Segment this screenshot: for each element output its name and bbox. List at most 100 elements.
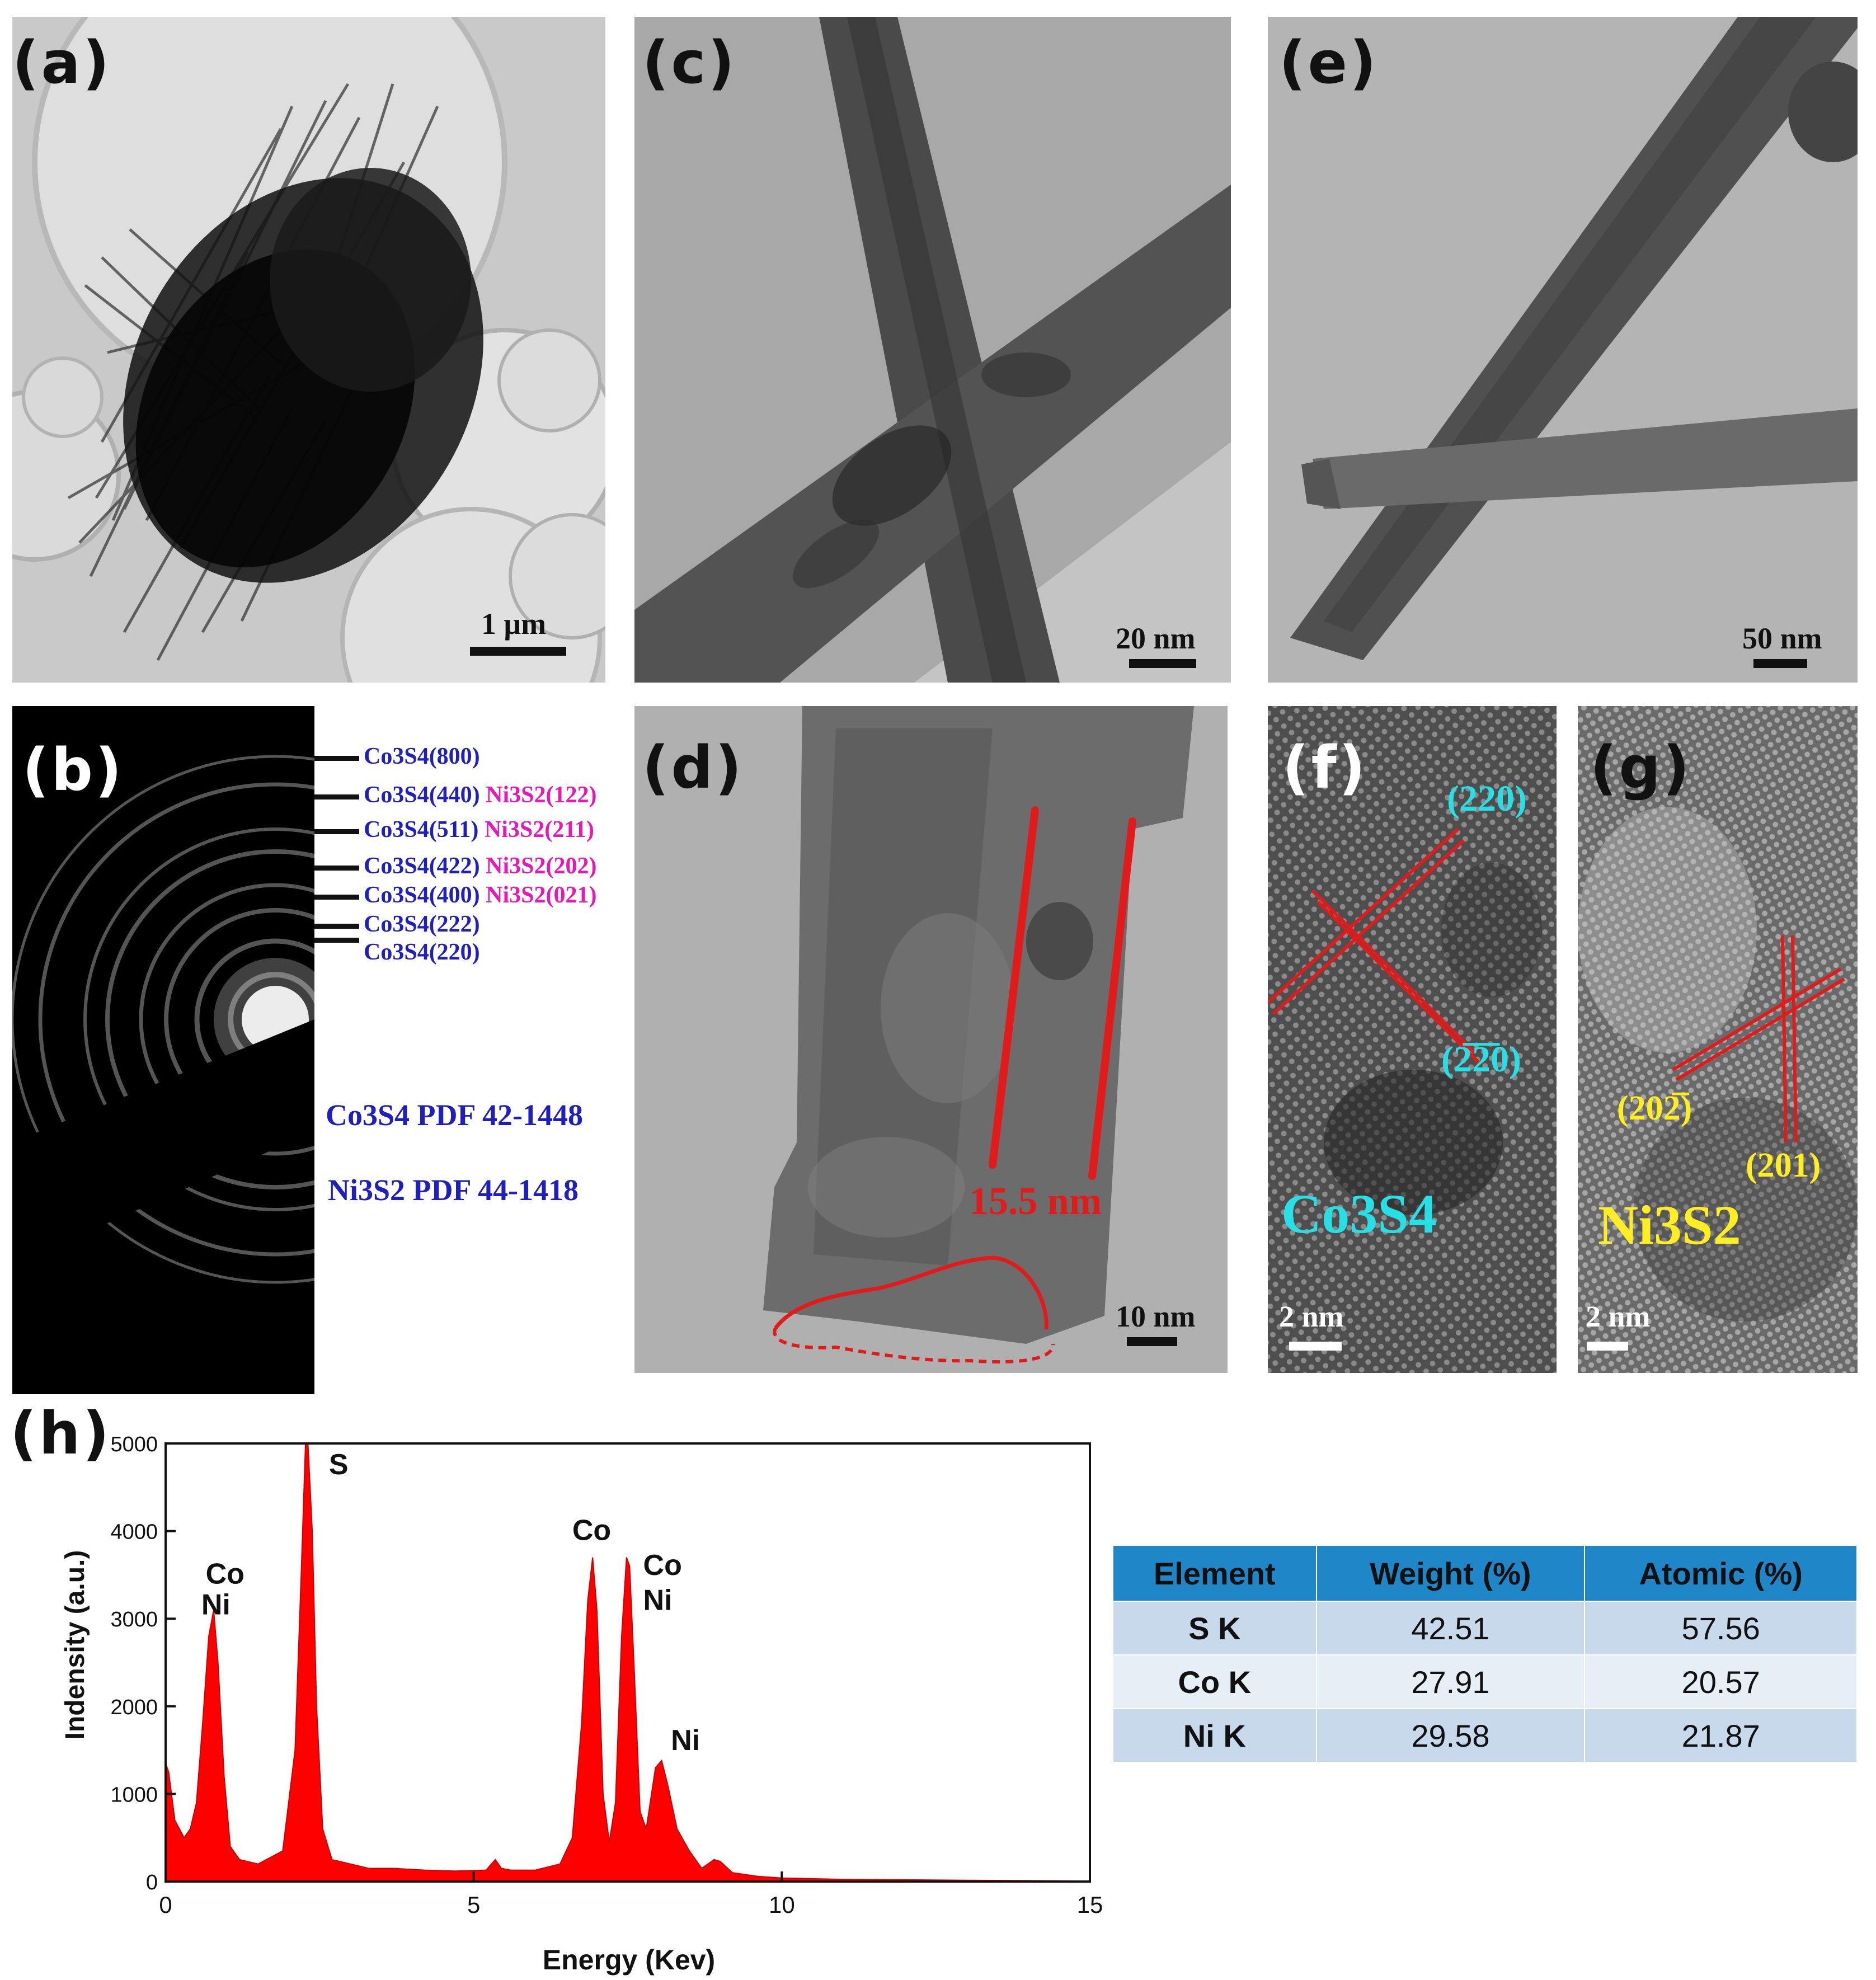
- ring-tick-7: [314, 938, 359, 943]
- width-line-right: [1088, 817, 1136, 1180]
- panel-a-scale-bar-line: [470, 647, 566, 656]
- ring-tick-5: [314, 895, 359, 900]
- table-cell-weight: 27.91: [1316, 1654, 1586, 1709]
- ring-tick-6: [314, 924, 359, 929]
- spectrum-series-0: [165, 1443, 1090, 1882]
- f-lattice-line-1: [1268, 827, 1460, 1004]
- ring-label-2: Co3S4(440) Ni3S2(122): [364, 782, 597, 808]
- panel-g-label: (g): [1590, 733, 1692, 802]
- table-row: Ni K 29.58 21.87: [1113, 1708, 1858, 1762]
- y-tick-label: 4000: [110, 1521, 158, 1544]
- g-lattice-line-3: [1781, 935, 1788, 1143]
- panel-c-scale-bar: 20 nm: [1116, 621, 1228, 677]
- eds-plot-area: [165, 1443, 1090, 1882]
- ring-label-6-co: Co3S4(222): [364, 911, 480, 937]
- ring-label-3: Co3S4(511) Ni3S2(211): [364, 816, 594, 843]
- panel-f-hrtem-image: (f) (220) (2̅2̅0) Co3S4 2 nm: [1268, 706, 1557, 1373]
- peak-label: Ni: [643, 1584, 673, 1617]
- ring-tick-1: [314, 756, 359, 761]
- f-lattice-line-2: [1272, 839, 1465, 1015]
- table-cell-weight: 42.51: [1316, 1601, 1586, 1655]
- ring-tick-2: [314, 794, 359, 799]
- table-cell-atomic: 20.57: [1585, 1654, 1858, 1709]
- core-outline-solid: [774, 1255, 1049, 1330]
- g-lattice-line-2: [1675, 977, 1845, 1081]
- pdf-card-ni3s2: Ni3S2 PDF 44-1418: [328, 1173, 579, 1207]
- x-tick-label: 10: [769, 1892, 795, 1918]
- table-row: S K 42.51 57.56: [1113, 1601, 1858, 1655]
- table-cell-atomic: 21.87: [1585, 1708, 1858, 1762]
- panel-g-scale-bar: 2 nm: [1578, 1299, 1690, 1361]
- ring-label-3-co: Co3S4(511): [364, 817, 479, 843]
- f-lattice-line-3: [1311, 889, 1477, 1055]
- peak-label: Ni: [201, 1588, 231, 1621]
- panel-c-micrograph: [634, 17, 1231, 683]
- panel-b-label: (b): [22, 736, 124, 804]
- panel-a-label: (a): [12, 29, 112, 97]
- table-cell-weight: 29.58: [1316, 1708, 1586, 1762]
- ring-label-1: Co3S4(800): [364, 743, 480, 770]
- panel-a-scale-bar: 1 μm: [459, 606, 571, 662]
- panel-e-scale-bar-line: [1753, 659, 1807, 668]
- ring-tick-4: [314, 866, 359, 871]
- table-cell-atomic: 57.56: [1585, 1601, 1858, 1655]
- x-tick-label: 15: [1077, 1892, 1103, 1918]
- f-plane-220: (220): [1447, 778, 1527, 819]
- panel-f-scale-bar: 2 nm: [1273, 1299, 1385, 1361]
- ring-label-7: Co3S4(220): [364, 939, 480, 966]
- panel-g-hrtem-image: (g) (202̅) (201) Ni3S2 2 nm: [1578, 706, 1858, 1373]
- y-tick-label: 3000: [110, 1608, 158, 1631]
- y-tick-label: 2000: [110, 1696, 158, 1719]
- panel-d-tem-image: (d) 15.5 nm 10 nm: [634, 706, 1228, 1373]
- core-outline-dashed: [773, 1327, 1055, 1364]
- panel-a-scale-bar-text: 1 μm: [481, 607, 547, 641]
- table-header-element: Element: [1113, 1546, 1317, 1601]
- panel-d-scale-bar-text: 10 nm: [1116, 1300, 1196, 1333]
- panel-b-saed-pattern: (b): [12, 706, 314, 1394]
- peak-label: Co: [206, 1558, 245, 1591]
- table-header-row: Element Weight (%) Atomic (%): [1113, 1546, 1858, 1601]
- ring-label-5-co: Co3S4(400): [364, 882, 480, 908]
- width-measurement: 15.5 nm: [969, 1180, 1102, 1223]
- panel-f-label: (f): [1282, 733, 1368, 802]
- f-lattice-line-4: [1317, 900, 1482, 1066]
- ring-label-5-ni: Ni3S2(021): [486, 882, 597, 908]
- g-lattice-line-1: [1672, 967, 1842, 1071]
- y-tick-label: 0: [146, 1871, 158, 1894]
- panel-a-micrograph: [12, 17, 605, 683]
- ring-label-2-co: Co3S4(440): [364, 782, 480, 808]
- table-header-atomic: Atomic (%): [1585, 1546, 1858, 1601]
- ring-label-4: Co3S4(422) Ni3S2(202): [364, 853, 597, 880]
- panel-f-scale-bar-text: 2 nm: [1279, 1300, 1344, 1333]
- x-tick-label: 5: [467, 1892, 480, 1918]
- panel-g-lattice-fringes: [1578, 706, 1858, 1373]
- x-axis-label: Energy (Kev): [543, 1944, 715, 1976]
- ring-label-1-co: Co3S4(800): [364, 744, 480, 769]
- ring-label-6: Co3S4(222): [364, 911, 480, 938]
- panel-e-scale-bar: 50 nm: [1742, 621, 1854, 677]
- table-header-weight: Weight (%): [1316, 1546, 1586, 1601]
- peak-label: Ni: [671, 1724, 700, 1757]
- table-cell-element: Co K: [1113, 1654, 1317, 1709]
- panel-e-tem-image: (e) 50 nm: [1268, 17, 1858, 683]
- g-phase-label: Ni3S2: [1598, 1194, 1741, 1256]
- panel-f-scale-bar-line: [1289, 1342, 1342, 1351]
- panel-e-micrograph: [1268, 17, 1858, 683]
- panel-a-tem-image: (a) 1 μm: [12, 17, 605, 683]
- panel-e-label: (e): [1279, 29, 1379, 97]
- peak-label: Co: [572, 1514, 611, 1546]
- ring-label-4-co: Co3S4(422): [364, 853, 480, 879]
- f-phase-label: Co3S4: [1281, 1183, 1437, 1245]
- ring-label-2-ni: Ni3S2(122): [486, 782, 597, 808]
- ring-tick-3: [314, 829, 359, 834]
- element-composition-table: Element Weight (%) Atomic (%) S K 42.51 …: [1113, 1546, 1858, 1762]
- panel-c-label: (c): [642, 29, 737, 97]
- y-axis-label: Indensity (a.u.): [60, 1550, 90, 1740]
- width-line-left: [989, 806, 1039, 1169]
- ring-label-7-co: Co3S4(220): [364, 939, 480, 965]
- ring-label-5: Co3S4(400) Ni3S2(021): [364, 882, 597, 909]
- panel-d-micrograph: [634, 706, 1228, 1373]
